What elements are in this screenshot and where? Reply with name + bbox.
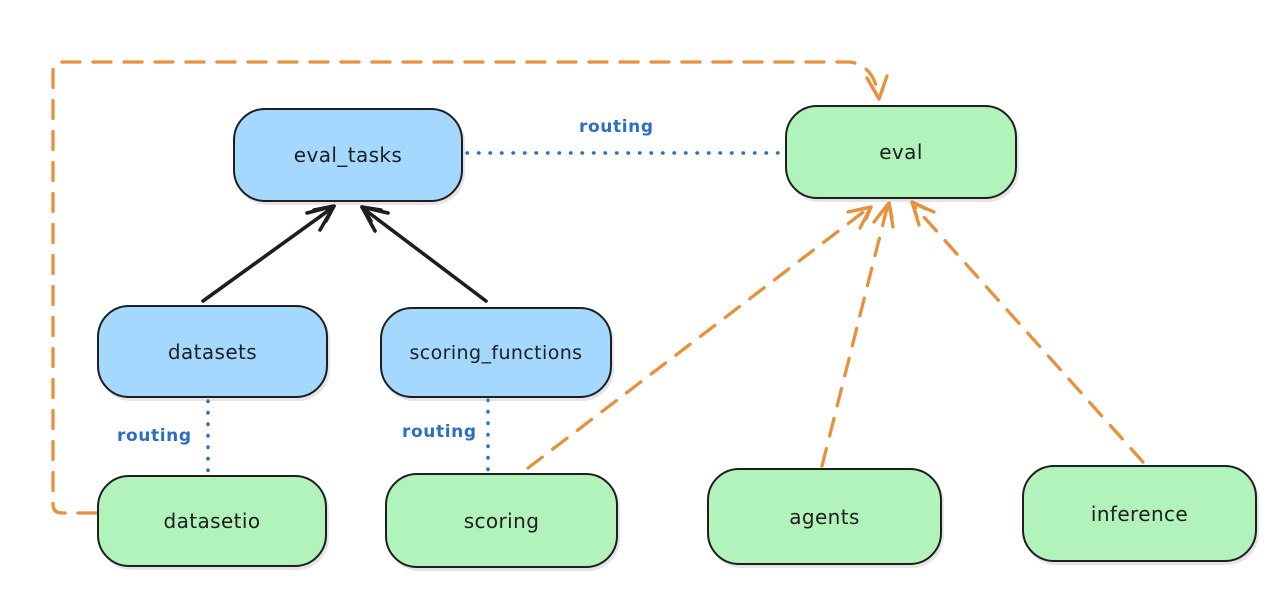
- node-agents: agents: [707, 468, 942, 565]
- node-scoring_functions: scoring_functions: [380, 307, 612, 398]
- node-agents-label: agents: [789, 504, 860, 529]
- node-eval-label: eval: [879, 140, 923, 164]
- node-scoring-label: scoring: [463, 508, 540, 533]
- edge-label-routing-scoring_functions-scoring: routing: [402, 422, 477, 442]
- edge-inference-to-eval-dashed: [913, 205, 1145, 464]
- edge-agents-to-eval-dashed: [820, 206, 889, 468]
- node-inference-label: inference: [1090, 501, 1189, 526]
- node-eval_tasks-label: eval_tasks: [293, 143, 403, 167]
- node-datasetio: datasetio: [97, 475, 327, 567]
- edge-datasetio-to-eval-dashed: [51, 60, 880, 515]
- node-datasets-label: datasets: [167, 339, 258, 364]
- edge-scoring-to-eval-dashed: [526, 208, 868, 470]
- edge-datasets-to-eval_tasks: [201, 206, 334, 303]
- edge-label-routing-eval_tasks-eval: routing: [579, 117, 654, 137]
- node-eval: eval: [785, 105, 1017, 199]
- arrowhead-inference-eval-inner: [910, 200, 928, 219]
- arrowhead-scoring_functions-eval_tasks-inner: [360, 205, 383, 223]
- arrowhead-agents-eval-inner: [878, 201, 894, 220]
- node-datasetio-label: datasetio: [163, 509, 261, 533]
- node-scoring_functions-label: scoring_functions: [409, 341, 583, 364]
- node-eval_tasks: eval_tasks: [233, 108, 463, 202]
- node-datasets: datasets: [97, 305, 328, 398]
- node-inference: inference: [1022, 465, 1257, 562]
- edge-label-routing-datasets-datasetio: routing: [117, 426, 192, 446]
- edge-scoring_functions-to-eval_tasks: [362, 207, 488, 303]
- arrowhead-datasetio-eval-top-inner: [870, 83, 886, 101]
- arrowhead-scoring-eval-inner: [855, 205, 873, 221]
- arrowhead-datasets-eval_tasks-inner: [312, 204, 336, 223]
- node-scoring: scoring: [385, 473, 618, 568]
